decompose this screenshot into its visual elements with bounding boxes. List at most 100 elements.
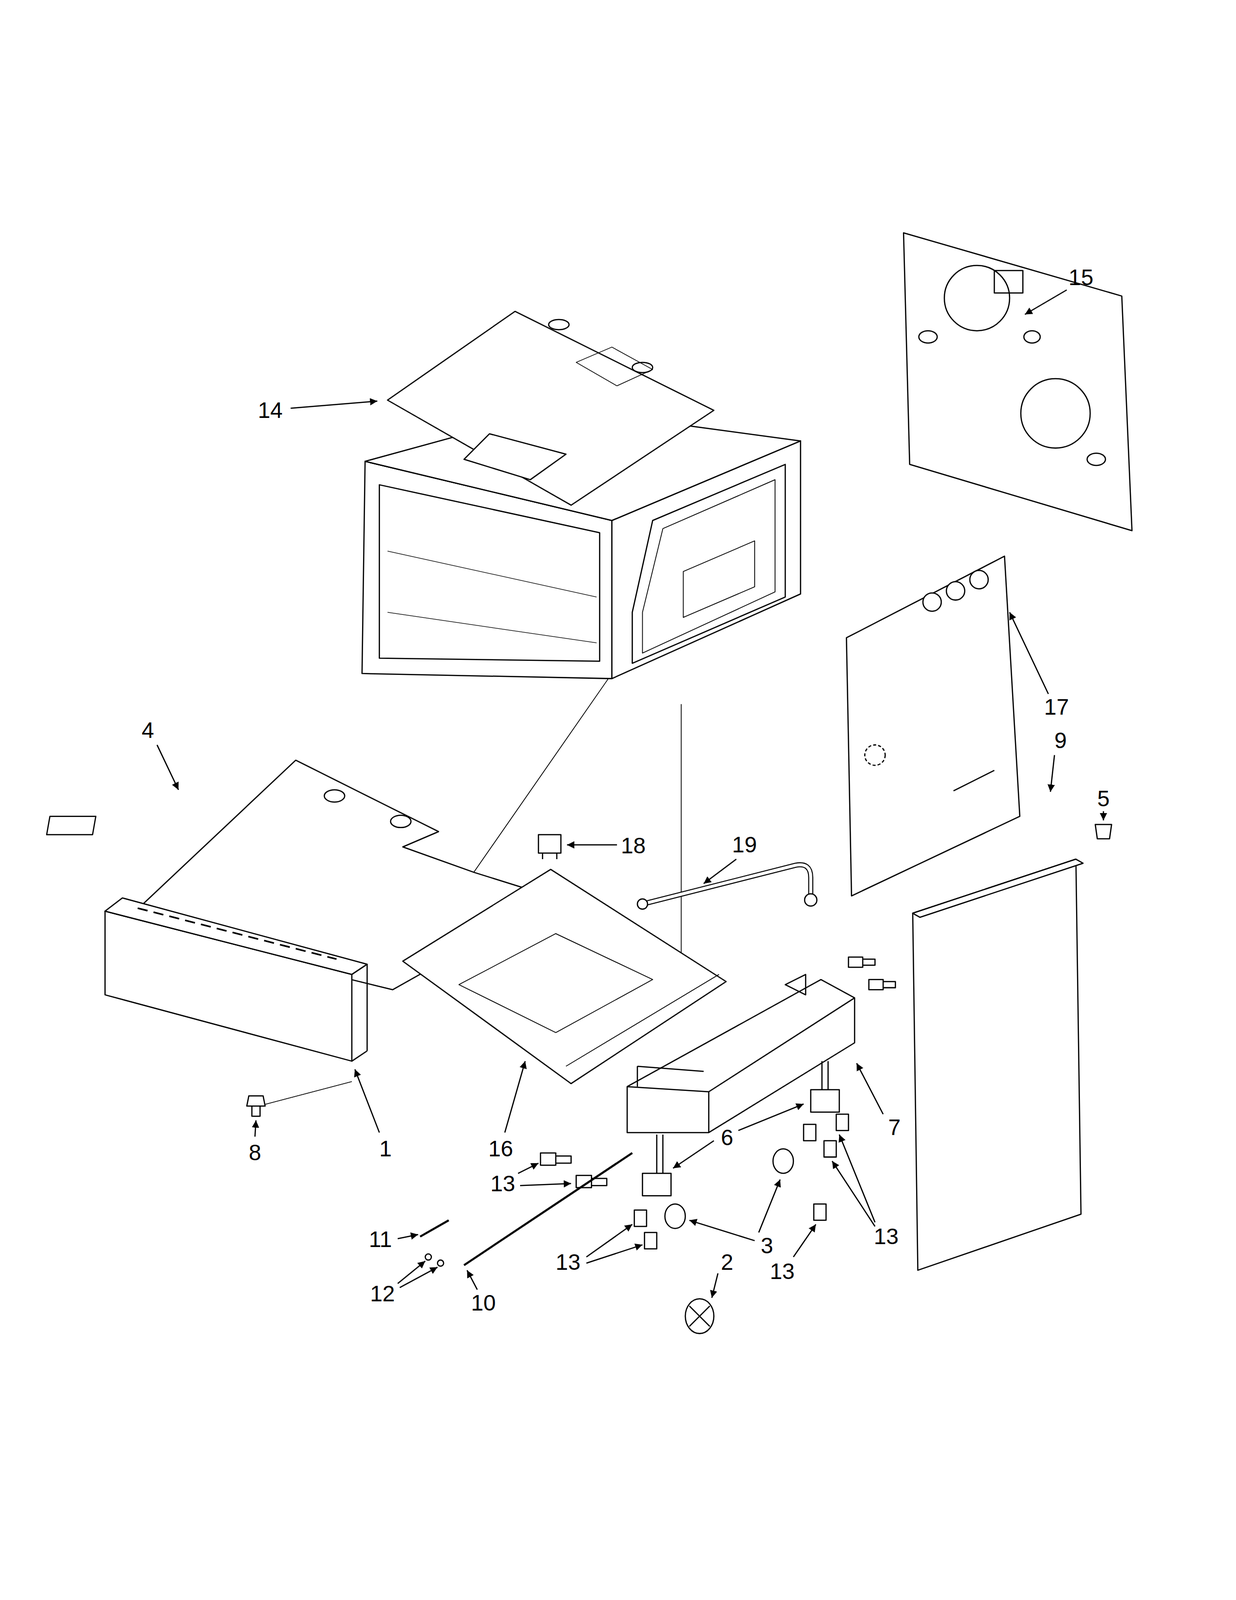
leveling-leg: [810, 1089, 840, 1112]
leader-line: [397, 1260, 426, 1284]
rear-panel: [1020, 378, 1091, 448]
leader-line: [518, 1162, 539, 1173]
callout-number: 10: [469, 1290, 498, 1315]
rod: [420, 1220, 449, 1237]
hose: [642, 864, 811, 904]
callout-number: 16: [486, 1136, 515, 1161]
leader-line: [738, 1103, 804, 1131]
callout-number: 13: [553, 1249, 583, 1274]
top-panel: [463, 433, 566, 480]
callout-number: 19: [729, 832, 759, 857]
screw: [869, 979, 896, 990]
rear-panel: [1023, 330, 1041, 343]
base-channel: [708, 1091, 710, 1133]
screw: [540, 1152, 571, 1165]
callout-number: 2: [718, 1249, 736, 1274]
leveling-foot: [689, 1305, 710, 1327]
screw: [540, 956, 896, 1249]
leader-line: [673, 1140, 714, 1169]
leader-line: [1102, 810, 1105, 821]
kickplate: [351, 1050, 368, 1062]
leader-line: [586, 1244, 643, 1263]
leader-line: [520, 1183, 571, 1186]
screw: [252, 1105, 261, 1116]
leveling-leg: [662, 1134, 664, 1173]
callout-number: 8: [246, 1140, 264, 1165]
leader-line: [712, 1272, 719, 1298]
leader-line: [586, 1223, 633, 1257]
base-channel: [785, 974, 806, 995]
callout-number: 4: [139, 717, 157, 743]
screw: [1095, 824, 1112, 839]
leader-line: [567, 843, 618, 846]
screw: [634, 1209, 647, 1227]
screw: [848, 956, 875, 967]
side-panel: [953, 770, 995, 791]
bottom-panel: [390, 815, 412, 828]
side-trim: [912, 858, 1081, 1270]
leader-line: [157, 744, 179, 790]
screw: [1095, 824, 1112, 839]
screw: [576, 1174, 607, 1188]
side-panel: [846, 555, 1020, 896]
callout-number: 12: [367, 1281, 397, 1306]
callout-number: 18: [618, 833, 648, 858]
kickplate: [351, 964, 368, 975]
leader-line: [1050, 754, 1055, 792]
leader-line: [397, 1234, 419, 1238]
leader-line: [399, 1267, 438, 1288]
leader-line: [504, 1061, 525, 1133]
leader-line: [1009, 612, 1049, 694]
kickplate: [105, 897, 368, 975]
switch: [555, 852, 558, 859]
screw: [246, 1095, 266, 1106]
callout-number: 13: [488, 1171, 518, 1196]
kickplate: [366, 964, 368, 1051]
base-channel: [627, 974, 855, 1133]
rod: [437, 1259, 444, 1267]
base-channel: [637, 1065, 704, 1072]
callout-number: 9: [1052, 728, 1069, 753]
base-channel: [708, 997, 855, 1092]
leader-line: [467, 1269, 478, 1290]
leader-line: [1024, 289, 1067, 315]
top-panel: [387, 311, 714, 506]
leveling-leg: [642, 1172, 671, 1196]
base-channel: [636, 1065, 639, 1087]
leader-line: [856, 1062, 884, 1114]
screw: [644, 1232, 657, 1249]
leader-line: [157, 289, 1104, 1298]
caster: [773, 1148, 794, 1173]
rear-panel: [1087, 453, 1106, 466]
screw: [813, 1203, 826, 1221]
top-panel: [387, 311, 714, 506]
top-panel: [576, 347, 653, 386]
leveling-leg: [827, 1061, 829, 1090]
rod: [463, 1152, 633, 1265]
oven-cavity: [632, 464, 786, 664]
side-trim: [912, 858, 1083, 918]
leader-line: [758, 1179, 780, 1233]
side-panel: [946, 581, 965, 601]
side-trim: [912, 858, 1083, 1270]
callout-number: 13: [871, 1223, 901, 1249]
leveling-leg: [656, 1134, 658, 1173]
hose: [804, 893, 817, 906]
leader-line: [254, 1120, 256, 1137]
callout-number: 5: [1095, 786, 1112, 811]
callout-number: 1: [377, 1136, 395, 1161]
callout-number: 15: [1066, 265, 1096, 290]
leveling-leg: [642, 1061, 840, 1196]
hose: [637, 898, 648, 909]
guide-line: [254, 1081, 352, 1108]
kickplate: [137, 907, 337, 959]
floor-panel: [459, 933, 653, 1033]
callout-number: 7: [886, 1114, 903, 1140]
kickplate: [105, 897, 368, 1062]
bottom-panel: [324, 789, 345, 802]
leader-line: [839, 1134, 876, 1222]
screw: [824, 1140, 837, 1157]
leader-line: [689, 1220, 755, 1241]
